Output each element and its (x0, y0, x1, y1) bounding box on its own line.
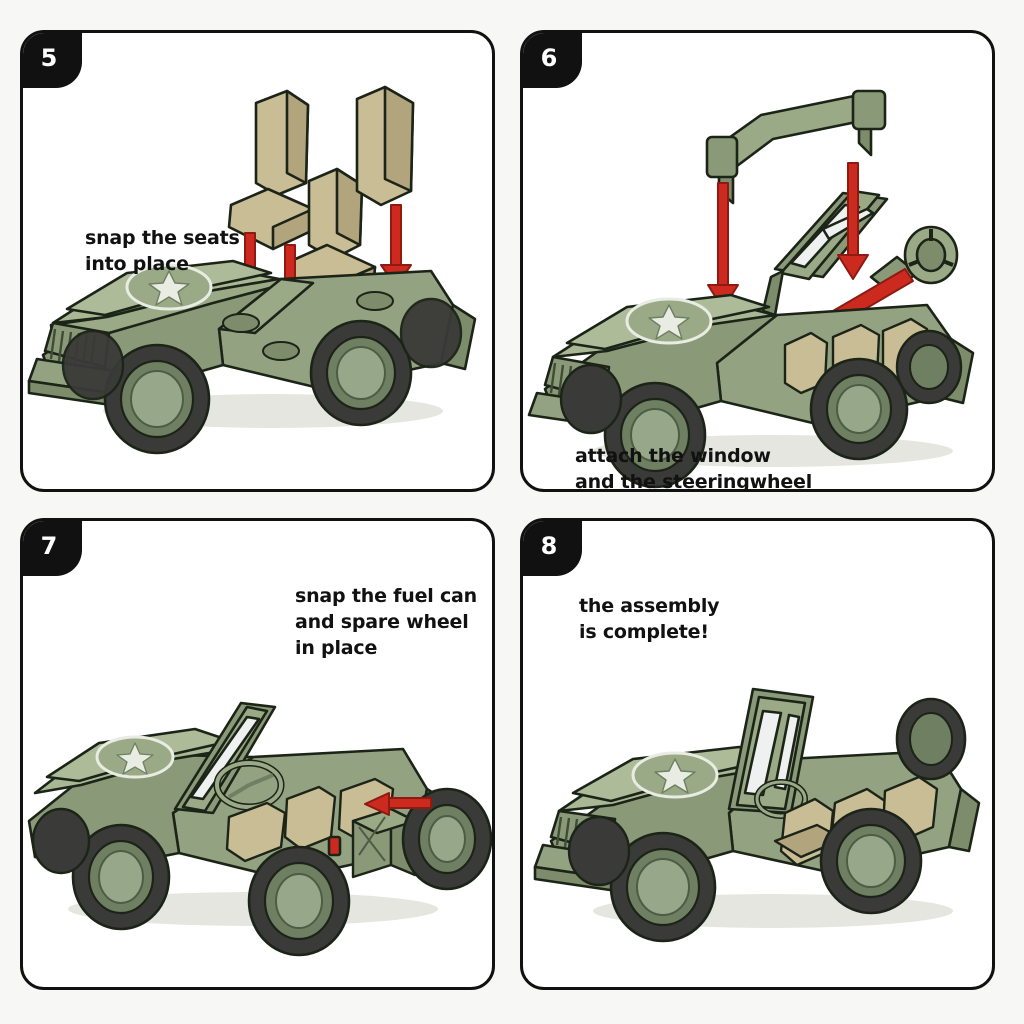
wheel-front-far (61, 329, 125, 401)
jeep-complete-illustration (533, 687, 981, 943)
illustration-step-6 (523, 33, 992, 489)
wheel-rear-far (895, 329, 963, 405)
installed-seats (225, 777, 395, 863)
steering-wheel-part (869, 225, 959, 295)
panel-caption: snap the fuel can and spare wheel in pla… (295, 585, 477, 659)
seat-rear-bench (355, 85, 415, 207)
instruction-panel-7: 7 snap the fuel can and spare wheel in p… (20, 518, 495, 990)
wheel-front-far (559, 363, 623, 435)
jeep-windshield-illustration (527, 89, 975, 489)
panel-number-badge: 5 (23, 33, 82, 88)
star-decal (631, 751, 719, 799)
panel-number-badge: 8 (523, 521, 582, 576)
star-decal (95, 735, 175, 779)
illustration-step-7 (23, 521, 492, 987)
wheel-rear (247, 845, 351, 957)
assembly-arrow-down (837, 162, 869, 280)
spare-wheel-part (401, 787, 492, 891)
jeep-fuelcan-spare-illustration (27, 701, 492, 957)
illustration-step-5 (23, 33, 492, 489)
installed-steering-wheel (754, 779, 808, 819)
seat-sockets (222, 291, 394, 361)
wheel-front-far (31, 807, 91, 875)
wheel-front (603, 381, 707, 489)
installed-steering-wheel (213, 759, 285, 811)
panel-caption: attach the window and the steeringwheel (575, 445, 813, 492)
panel-caption: snap the seats into place (85, 227, 240, 275)
jeep-seats-illustration (27, 85, 477, 455)
assembly-arrow-left (364, 792, 432, 816)
wheel-group (559, 329, 963, 489)
panel-number-badge: 6 (523, 33, 582, 88)
taillight (327, 835, 342, 857)
panel-number-badge: 7 (23, 521, 82, 576)
star-decal (625, 297, 713, 345)
panel-caption: the assembly is complete! (579, 595, 720, 643)
wheel-group (31, 807, 351, 957)
wheel-rear-far (399, 297, 463, 369)
wheel-rear (819, 807, 923, 915)
wheel-front (71, 823, 171, 931)
wheel-front (103, 343, 211, 455)
jeep-body-complete (533, 687, 981, 893)
mounted-spare-wheel (895, 697, 967, 781)
installed-windshield (173, 701, 277, 815)
instruction-panel-8: 8 the assembly is complete! (520, 518, 995, 990)
wheel-group (61, 297, 463, 455)
wheel-front (609, 831, 717, 943)
seat-driver (227, 89, 315, 251)
wheel-rear (309, 319, 413, 427)
wheel-rear (809, 357, 909, 461)
illustration-step-8 (523, 521, 992, 987)
instruction-panel-5: 5 snap the seats into place (20, 30, 495, 492)
wheel-front-far (567, 815, 631, 887)
wheel-group (567, 807, 923, 943)
star-decal (125, 263, 213, 311)
instruction-panel-6: 6 (520, 30, 995, 492)
